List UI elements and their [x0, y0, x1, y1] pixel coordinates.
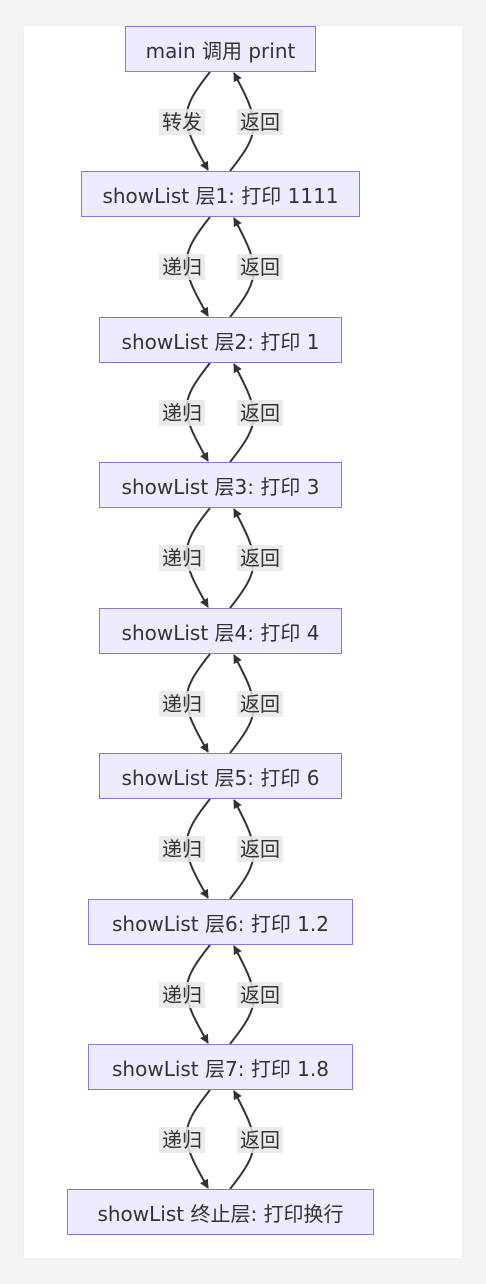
edge-label-down-l1-l2: 递归	[159, 254, 205, 280]
edge-label-down-l2-l3: 递归	[159, 399, 205, 426]
edge-label-up-l6-l5: 返回	[237, 836, 283, 862]
edge-label-up-l7-l6: 返回	[237, 981, 283, 1008]
node-l7: showList 层7: 打印 1.8	[88, 1044, 353, 1090]
edge-label-down-main-l1: 转发	[159, 108, 205, 135]
edge-label-down-l3-l4: 递归	[159, 545, 205, 571]
edge-label-up-l2-l1: 返回	[237, 254, 283, 280]
edge-label-up-l3-l2: 返回	[237, 399, 283, 426]
edge-label-down-l5-l6: 递归	[159, 836, 205, 862]
node-l6: showList 层6: 打印 1.2	[88, 899, 353, 945]
edge-label-down-l7-end: 递归	[159, 1126, 205, 1153]
edge-label-down-l6-l7: 递归	[159, 981, 205, 1008]
edge-label-up-l4-l3: 返回	[237, 545, 283, 571]
node-main: main 调用 print	[125, 26, 316, 72]
node-l5: showList 层5: 打印 6	[99, 753, 342, 799]
edge-label-up-l5-l4: 返回	[237, 690, 283, 717]
node-l3: showList 层3: 打印 3	[99, 462, 342, 508]
node-l2: showList 层2: 打印 1	[99, 317, 342, 363]
edge-label-up-l1-main: 返回	[237, 108, 283, 135]
edge-label-up-end-l7: 返回	[237, 1126, 283, 1153]
node-l4: showList 层4: 打印 4	[99, 608, 342, 654]
node-end: showList 终止层: 打印换行	[67, 1189, 374, 1235]
edge-label-down-l4-l5: 递归	[159, 690, 205, 717]
node-l1: showList 层1: 打印 1111	[81, 171, 360, 217]
